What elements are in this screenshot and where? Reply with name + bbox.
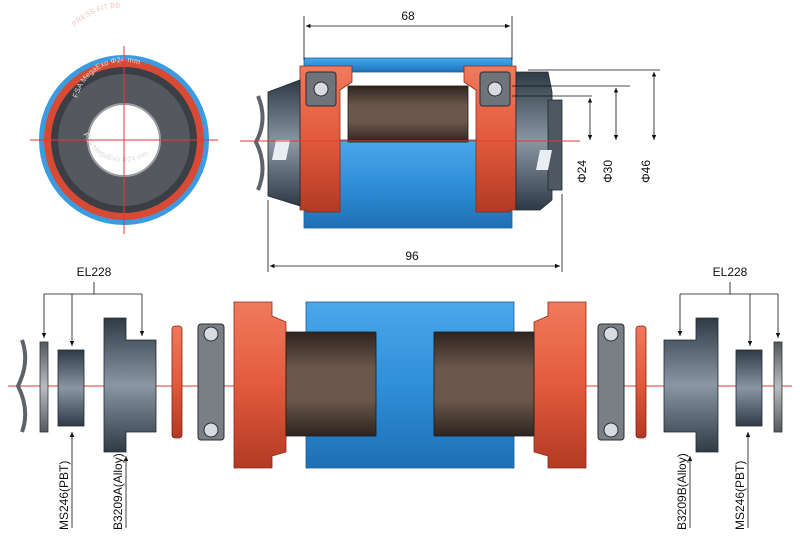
bb-shell-top (303, 57, 513, 73)
face-rim-text: PRESS FIT BB (70, 0, 121, 28)
left-wave-washer (253, 95, 265, 191)
exploded-view: EL228 EL228 MS246(PBT) B3209A(Alloy) B32… (8, 265, 792, 530)
b3209a-label: B3209A(Alloy) (111, 453, 125, 530)
face-view: PRESS FIT BB FSA MegaExo Φ24 mm FSA Mega… (30, 0, 218, 234)
dim-phi24-label: Φ24 (575, 160, 589, 183)
right-bearing-ball (487, 81, 503, 97)
left-cup-exploded (233, 301, 287, 469)
el228-right-label: EL228 (713, 265, 748, 279)
ms246-right-label: MS246(PBT) (733, 461, 747, 530)
dim-96-label: 96 (405, 249, 419, 263)
b3209b-label: B3209B(Alloy) (675, 453, 689, 530)
left-cover-ms246 (57, 349, 85, 427)
right-cup-exploded (533, 301, 587, 469)
el228-left-label: EL228 (77, 265, 112, 279)
right-bearing-exploded (597, 323, 625, 441)
dim-68-label: 68 (401, 9, 415, 23)
spindle-section (347, 85, 469, 143)
left-bearing-ball-top (203, 326, 219, 342)
left-bearing-ball-bottom (203, 422, 219, 438)
right-cup-b3209b (663, 317, 719, 453)
right-seal-ring (635, 325, 647, 439)
fsa-logo-icon (272, 140, 552, 170)
ms246-left-label: MS246(PBT) (57, 461, 71, 530)
right-shim (773, 341, 783, 433)
right-bearing-ball-top (603, 326, 619, 342)
left-seal-ring (171, 325, 183, 439)
left-bearing-exploded (197, 323, 225, 441)
right-cap (547, 99, 563, 191)
assembled-view: 68 96 Φ24 Φ30 Φ46 (240, 9, 660, 272)
dim-phi30-label: Φ30 (601, 160, 615, 183)
right-cover-ms246 (735, 349, 763, 427)
left-cup-b3209a (103, 317, 157, 453)
right-bearing-ball-bottom (603, 422, 619, 438)
spindle-left-exploded (285, 331, 377, 437)
left-shim (39, 341, 49, 433)
left-wave-washer-exploded (15, 339, 28, 433)
spindle-right-exploded (433, 331, 535, 437)
left-bearing-ball (313, 81, 329, 97)
dim-phi46-label: Φ46 (639, 160, 653, 183)
